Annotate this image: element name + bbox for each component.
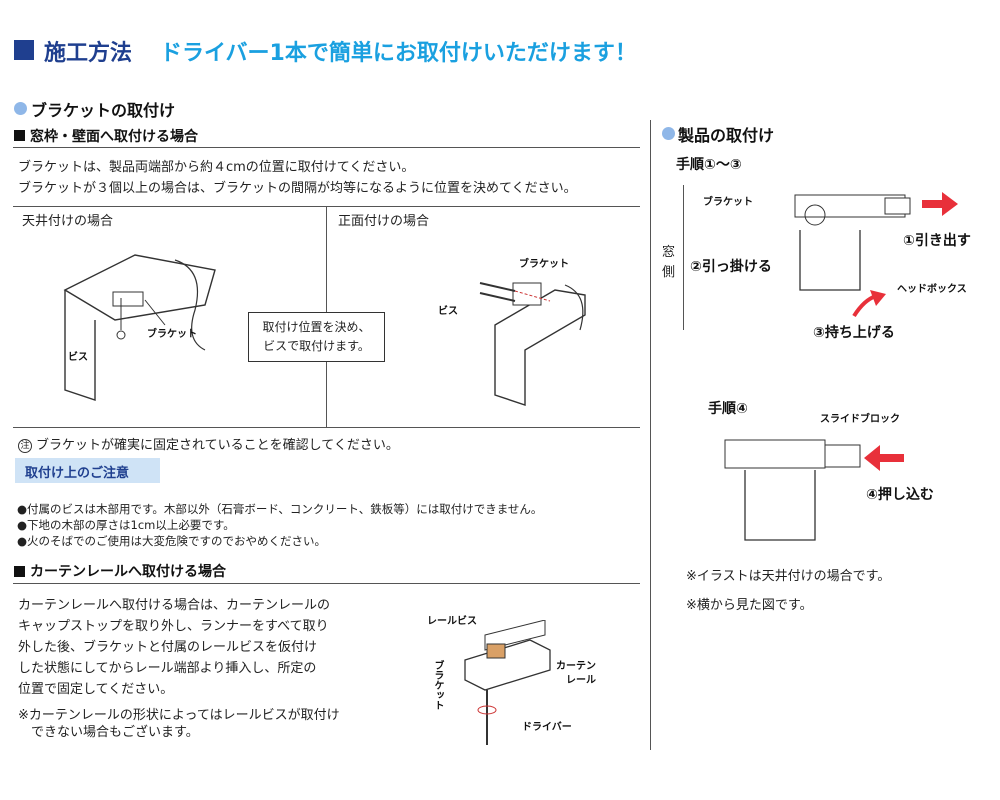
- ceiling-label: 天井付けの場合: [22, 214, 114, 229]
- intro-line-1: ブラケットは、製品両端部から約４cmの位置に取付けてください。: [18, 160, 415, 175]
- product-section-title: 製品の取付け: [678, 126, 775, 145]
- pull-arrow-icon: [922, 192, 958, 216]
- window-side-1: 窓: [662, 245, 676, 260]
- product-section-dot-icon: [662, 127, 675, 140]
- rail-note-1: ※カーテンレールの形状によってはレールビスが取付け: [18, 708, 340, 723]
- step1-label: ①引き出す: [903, 233, 971, 249]
- lift-arrow-icon: [852, 290, 886, 318]
- section-title-bracket: ブラケットの取付け: [31, 101, 176, 120]
- heading-square-icon: [14, 130, 25, 141]
- note-text: ブラケットが確実に固定されていることを確認してください。: [36, 438, 399, 453]
- front-bracket-label: ブラケット: [519, 259, 569, 270]
- curtain-rail-label-2: レール: [566, 675, 596, 686]
- product-bracket-label: ブラケット: [703, 197, 753, 208]
- step2-label: ②引っ掛ける: [690, 259, 772, 275]
- rail-body-3: 外した後、ブラケットと付属のレールビスを仮付け: [18, 640, 318, 655]
- page-title: 施工方法: [44, 41, 133, 66]
- step4-text: ④押し込む: [866, 487, 934, 503]
- rail-divider: [13, 583, 640, 584]
- caution-3: ●火のそばでのご使用は大変危険ですのでおやめください。: [17, 534, 327, 548]
- headbox-label: ヘッドボックス: [897, 284, 967, 295]
- figure-bottom-border: [13, 427, 640, 428]
- caution-2: ●下地の木部の厚さは1cm以上必要です。: [17, 518, 235, 532]
- rail-bracket-label: ブラケット: [432, 660, 443, 710]
- steps-4-label: 手順④: [708, 401, 748, 417]
- rail-body-4: した状態にしてからレール端部より挿入し、所定の: [18, 661, 317, 676]
- push-arrow-icon: [864, 445, 904, 471]
- caution-1: ●付属のビスは木部用です。木部以外（石膏ボード、コンクリート、鉄板等）には取付け…: [17, 502, 543, 516]
- curtain-rail-label-1: カーテン: [556, 661, 596, 672]
- ceiling-mount-illustration: [63, 254, 216, 401]
- steps-1-3-illustration: [794, 194, 911, 291]
- front-mount-illustration: [479, 282, 586, 406]
- rail-note-2: できない場合もございます。: [18, 725, 199, 740]
- step3-label: ③持ち上げる: [813, 325, 895, 341]
- rail-body-2: キャップストップを取り外し、ランナーをすべて取り: [18, 619, 329, 634]
- page-subtitle: ドライバー1本で簡単にお取付けいただけます！: [160, 41, 637, 66]
- step4-illustration: [724, 439, 861, 541]
- ceiling-bracket-label: ブラケット: [147, 329, 197, 340]
- rail-screw-label: レールビス: [427, 616, 477, 627]
- rail-heading: カーテンレールへ取付ける場合: [30, 564, 226, 580]
- callout-line-2: ビスで取付けます。: [263, 339, 370, 353]
- callout-line-1: 取付け位置を決め、: [262, 320, 371, 334]
- slide-block-label: スライドブロック: [820, 414, 900, 425]
- header-square-icon: [14, 40, 34, 60]
- front-screw-label: ビス: [438, 306, 458, 317]
- product-note-2: ※横から見た図です。: [686, 598, 813, 613]
- column-divider: [650, 120, 651, 750]
- caution-title: 取付け上のご注意: [15, 458, 160, 483]
- divider: [13, 147, 640, 148]
- rail-illustration: [464, 620, 551, 745]
- callout-box: 取付け位置を決め、 ビスで取付けます。: [248, 312, 385, 362]
- front-label: 正面付けの場合: [338, 214, 430, 229]
- driver-label: ドライバー: [522, 722, 572, 733]
- ceiling-screw-label: ビス: [68, 352, 88, 363]
- intro-line-2: ブラケットが３個以上の場合は、ブラケットの間隔が均等になるように位置を決めてくだ…: [18, 181, 577, 196]
- note-mark-icon: 注: [18, 439, 32, 453]
- rail-body-5: 位置で固定してください。: [18, 682, 174, 697]
- product-note-1: ※イラストは天井付けの場合です。: [686, 569, 891, 584]
- window-line: [683, 185, 684, 330]
- steps-1-3-label: 手順①～③: [676, 157, 742, 173]
- wall-heading: 窓枠・壁面へ取付ける場合: [30, 129, 198, 145]
- rail-heading-square-icon: [14, 566, 25, 577]
- section-dot-icon: [14, 102, 27, 115]
- window-side-2: 側: [662, 265, 676, 280]
- rail-body-1: カーテンレールへ取付ける場合は、カーテンレールの: [18, 598, 331, 613]
